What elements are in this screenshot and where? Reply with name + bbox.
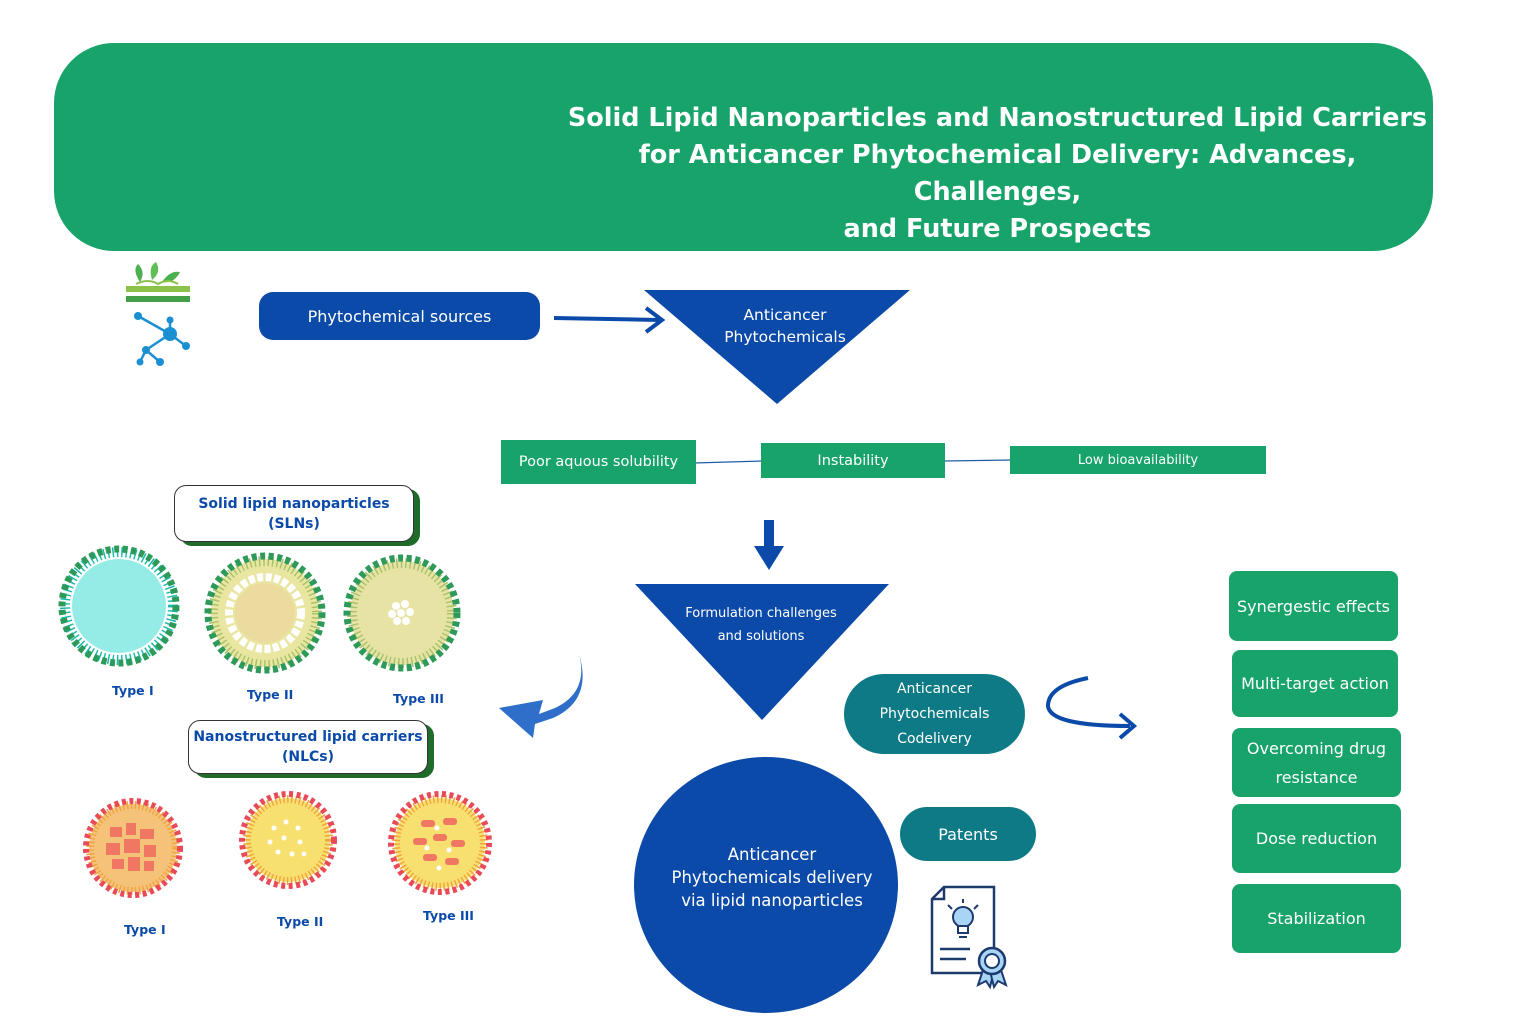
delivery-line-2: Phytochemicals delivery	[671, 868, 873, 887]
nlc-type-2-particle	[239, 791, 337, 889]
page-title: Solid Lipid Nanoparticles and Nanostruct…	[560, 100, 1435, 248]
right-arrow-icon	[553, 306, 666, 334]
delivery-circle	[634, 757, 898, 1013]
codelivery-line-1: Anticancer	[896, 680, 973, 697]
sln-type-1-label: Type I	[112, 683, 154, 698]
issue-label: Poor aquous solubility	[518, 454, 679, 470]
benefit-label-line-2: resistance	[1275, 767, 1358, 787]
benefit-drug-resistance: Overcoming drug resistance	[1232, 728, 1401, 797]
anticancer-phytochemicals-label: Anticancer Phytochemicals	[700, 304, 870, 348]
lightbulb-icon	[947, 899, 979, 938]
patent-certificate-icon	[930, 885, 1008, 989]
nlc-title-box: Nanostructured lipid carriers (NLCs)	[188, 720, 428, 774]
delivery-line-3: via lipid nanoparticles	[681, 891, 863, 910]
curved-left-arrow-icon	[499, 654, 583, 738]
patents-label: Patents	[938, 824, 998, 844]
codelivery-line-3: Codelivery	[897, 730, 972, 747]
benefit-label: Dose reduction	[1255, 829, 1378, 848]
formulation-line-1: Formulation challenges	[685, 606, 837, 621]
benefit-label: Multi-target action	[1241, 674, 1389, 693]
phytochemical-sources-box: Phytochemical sources	[259, 292, 540, 340]
benefit-stabilization: Stabilization	[1232, 884, 1401, 953]
delivery-label: Anticancer Phytochemicals delivery via l…	[650, 843, 894, 912]
sln-type-3-label: Type III	[393, 691, 444, 706]
nlc-type-3-label: Type III	[423, 908, 474, 923]
nlc-title-line-1: Nanostructured lipid carriers	[193, 729, 423, 745]
curved-right-arrow-icon	[1045, 676, 1138, 740]
nlc-title-line-2: (NLCs)	[281, 749, 335, 765]
issue-label: Instability	[817, 452, 889, 469]
issue-poor-solubility: Poor aquous solubility	[501, 440, 696, 484]
title-line-3: and Future Prospects	[843, 214, 1152, 244]
title-line-1: Solid Lipid Nanoparticles and Nanostruct…	[567, 103, 1428, 133]
nlc-type-3-particle	[388, 791, 492, 895]
award-ribbon-icon	[976, 946, 1008, 989]
sln-title-line-1: Solid lipid nanoparticles	[198, 495, 390, 512]
formulation-label: Formulation challenges and solutions	[676, 602, 846, 648]
benefit-dose-reduction: Dose reduction	[1232, 804, 1401, 873]
down-arrow-icon	[754, 520, 784, 570]
benefit-multi-target: Multi-target action	[1232, 650, 1398, 717]
nlc-type-1-label: Type I	[124, 922, 166, 937]
plant-molecule-icon	[126, 262, 190, 366]
benefit-label: Synergestic effects	[1237, 596, 1390, 616]
sln-type-2-label: Type II	[247, 687, 294, 702]
issue-label: Low bioavailability	[1077, 452, 1199, 468]
patents-box: Patents	[900, 807, 1036, 861]
nlc-type-1-particle	[83, 798, 183, 898]
title-line-2: for Anticancer Phytochemical Delivery: A…	[638, 140, 1357, 207]
issue-instability: Instability	[761, 443, 945, 478]
triangle-line-1: Anticancer	[743, 306, 827, 324]
sln-type-3-particle	[343, 554, 461, 672]
issue-connector-lines	[693, 459, 1013, 464]
title-banner	[54, 43, 1433, 251]
codelivery-box: Anticancer Phytochemicals Codelivery	[844, 674, 1025, 754]
sln-type-2-particle	[204, 552, 326, 674]
issue-low-bioavailability: Low bioavailability	[1010, 446, 1266, 474]
triangle-line-2: Phytochemicals	[724, 328, 846, 346]
anticancer-phytochemicals-triangle	[644, 290, 910, 404]
benefit-label-line-1: Overcoming drug	[1246, 738, 1387, 758]
sln-title-line-2: (SLNs)	[268, 515, 320, 532]
formulation-triangle	[635, 584, 889, 720]
benefit-label: Stabilization	[1267, 909, 1366, 928]
sln-title-box: Solid lipid nanoparticles (SLNs)	[174, 485, 414, 542]
benefit-synergy: Synergestic effects	[1229, 571, 1398, 641]
codelivery-line-2: Phytochemicals	[879, 705, 990, 722]
delivery-line-1: Anticancer	[727, 845, 817, 864]
sln-type-1-particle	[58, 545, 180, 667]
formulation-line-2: and solutions	[717, 629, 805, 644]
nlc-type-2-label: Type II	[277, 914, 324, 929]
phytochemical-sources-label: Phytochemical sources	[307, 306, 492, 326]
